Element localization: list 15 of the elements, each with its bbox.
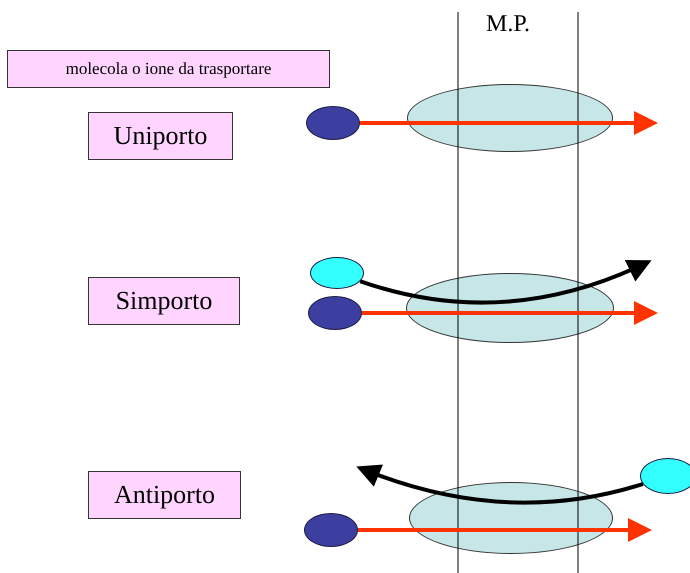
molecule-circle (304, 513, 358, 547)
legend-box: molecola o ione da trasportare (7, 50, 330, 88)
molecule-circle (306, 106, 360, 140)
membrane-label: M.P. (486, 10, 530, 38)
molecule-circle (308, 296, 362, 330)
label-box: Uniporto (88, 112, 233, 160)
label-box: Antiporto (88, 471, 241, 519)
molecule-circle (310, 257, 364, 289)
label-box: Simporto (88, 277, 240, 325)
arrow (360, 111, 658, 135)
arrow (358, 518, 652, 542)
arrow (362, 301, 658, 325)
arrow (360, 259, 652, 305)
molecule-circle (640, 458, 690, 494)
arrow (356, 464, 644, 505)
